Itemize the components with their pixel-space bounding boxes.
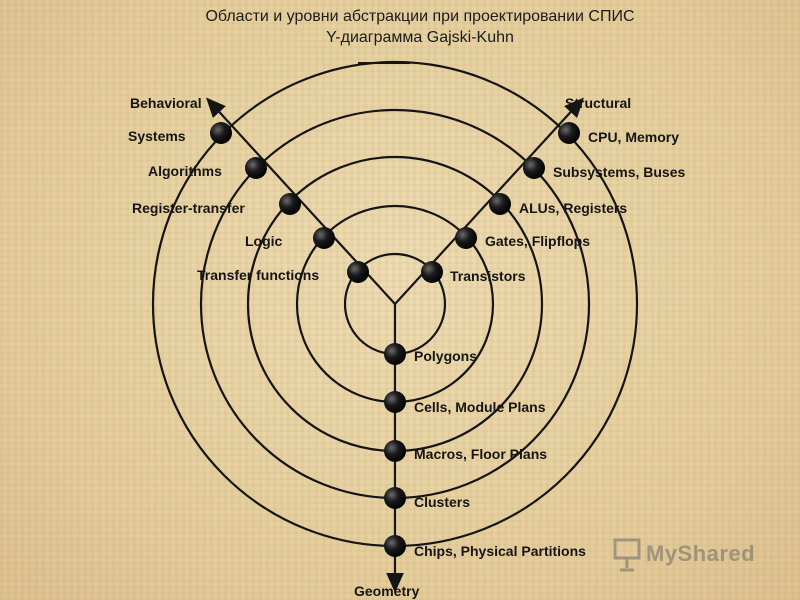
- presentation-icon: [612, 536, 642, 572]
- geometry-node-4: [384, 391, 406, 413]
- behavioral-label-algorithms: Algorithms: [148, 163, 222, 179]
- watermark: MyShared: [612, 536, 755, 572]
- structural-label-gates-flipflops: Gates, Flipflops: [485, 233, 590, 249]
- behavioral-label-logic: Logic: [245, 233, 283, 249]
- geometry-axis-label: Geometry: [354, 583, 420, 599]
- behavioral-node-2: [245, 157, 267, 179]
- structural-label-cpu-memory: CPU, Memory: [588, 129, 679, 145]
- behavioral-node-5: [347, 261, 369, 283]
- geometry-label-chips-physical-partitions: Chips, Physical Partitions: [414, 543, 586, 559]
- behavioral-label-register-transfer: Register-transfer: [132, 200, 245, 216]
- geometry-level-labels: Polygons Cells, Module Plans Macros, Flo…: [414, 348, 586, 559]
- page-subtitle: Y-диаграмма Gajski-Kuhn: [326, 29, 514, 46]
- structural-label-alus-registers: ALUs, Registers: [519, 200, 627, 216]
- geometry-node-3: [384, 440, 406, 462]
- watermark-text: MyShared: [646, 541, 756, 566]
- behavioral-axis-label: Behavioral: [130, 95, 202, 111]
- geometry-label-cells-module-plans: Cells, Module Plans: [414, 399, 546, 415]
- structural-level-labels: CPU, Memory Subsystems, Buses ALUs, Regi…: [450, 129, 685, 284]
- geometry-node-2: [384, 487, 406, 509]
- behavioral-label-transfer-functions: Transfer functions: [197, 267, 319, 283]
- structural-label-transistors: Transistors: [450, 268, 526, 284]
- behavioral-label-systems: Systems: [128, 128, 186, 144]
- behavioral-node-4: [313, 227, 335, 249]
- geometry-label-polygons: Polygons: [414, 348, 477, 364]
- geometry-label-macros-floor-plans: Macros, Floor Plans: [414, 446, 547, 462]
- geometry-node-5: [384, 343, 406, 365]
- structural-node-5: [421, 261, 443, 283]
- structural-node-1: [558, 122, 580, 144]
- behavioral-level-labels: Systems Algorithms Register-transfer Log…: [128, 128, 319, 283]
- geometry-node-1: [384, 535, 406, 557]
- structural-node-4: [455, 227, 477, 249]
- header: Области и уровни абстракции при проектир…: [0, 6, 800, 48]
- structural-node-3: [489, 193, 511, 215]
- behavioral-node-3: [279, 193, 301, 215]
- page-title: Области и уровни абстракции при проектир…: [205, 8, 635, 25]
- structural-axis-label: Structural: [565, 95, 631, 111]
- behavioral-node-1: [210, 122, 232, 144]
- structural-node-2: [523, 157, 545, 179]
- level-nodes: [210, 122, 580, 557]
- structural-label-subsystems-buses: Subsystems, Buses: [553, 164, 685, 180]
- geometry-label-clusters: Clusters: [414, 494, 470, 510]
